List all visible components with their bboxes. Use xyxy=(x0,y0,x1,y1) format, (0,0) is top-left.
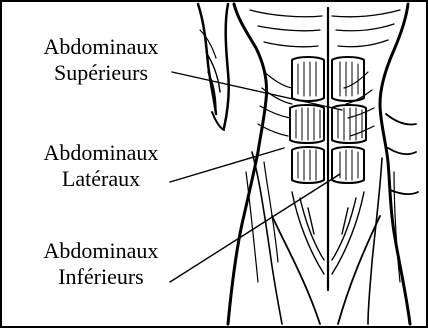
label-abdominaux-superieurs: Abdominaux Supérieurs xyxy=(8,34,194,86)
left-arm-drawing xyxy=(198,4,229,130)
label-superior-line1: Abdominaux xyxy=(8,34,194,60)
label-abdominaux-inferieurs: Abdominaux Inférieurs xyxy=(8,238,194,290)
label-lateral-line2: Latéraux xyxy=(8,166,194,192)
chest-hatching xyxy=(250,8,400,290)
label-abdominaux-lateraux: Abdominaux Latéraux xyxy=(8,140,194,192)
label-inferior-line1: Abdominaux xyxy=(8,238,194,264)
lower-abdomen-lines xyxy=(272,192,380,324)
leader-line-inferior xyxy=(170,174,340,282)
label-inferior-line2: Inférieurs xyxy=(8,264,194,290)
label-lateral-line1: Abdominaux xyxy=(8,140,194,166)
label-superior-line2: Supérieurs xyxy=(8,60,194,86)
